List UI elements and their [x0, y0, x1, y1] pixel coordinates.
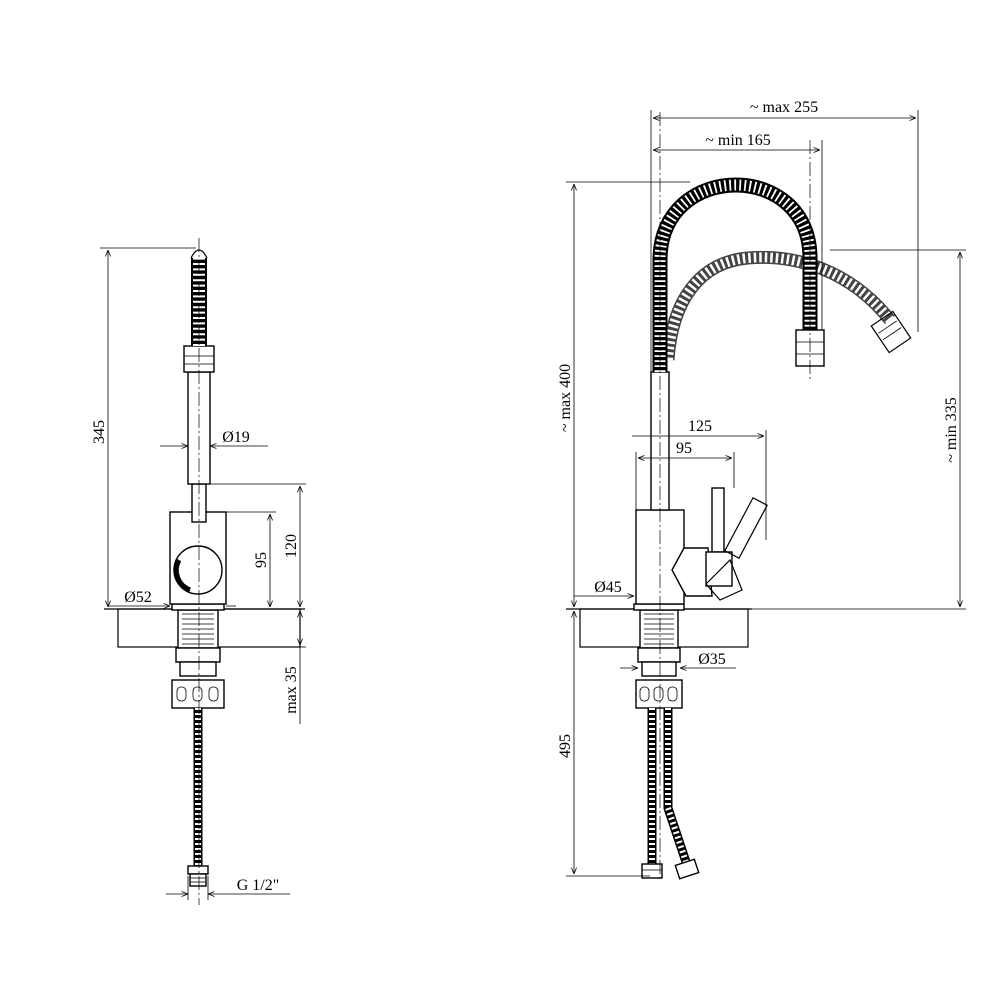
threaded-shank-right: [633, 603, 685, 649]
spring-hose-extended: [661, 250, 912, 361]
handle-reach-label: 125: [688, 418, 712, 435]
dim-lever-height: 95: [226, 511, 276, 607]
spout-diameter-label: Ø19: [222, 429, 250, 446]
body-diameter-label-left: Ø52: [124, 589, 152, 606]
dim-handle-depth: 95: [635, 440, 735, 510]
height-max-label: ~ max 400: [557, 364, 574, 432]
front-view: ~ max 255 ~ min 165 ~ max 400 ~ min 335 …: [557, 99, 966, 880]
supply-hoses-right: [641, 708, 700, 880]
dim-deck-thickness: max 35: [283, 611, 306, 724]
reach-min-label: ~ min 165: [705, 132, 771, 149]
mounting-nut-left: [171, 647, 225, 709]
body-height-label: 120: [283, 534, 300, 558]
mounting-nut-right: [635, 647, 683, 709]
hose-length-label: 495: [557, 734, 574, 758]
faucet-body-left: [169, 483, 227, 605]
dim-height-min: ~ min 335: [748, 249, 966, 610]
handle-tilted: [705, 496, 768, 601]
dim-body-diameter-left: Ø52: [108, 589, 236, 606]
shank-diameter-label: Ø35: [698, 651, 726, 668]
body-diameter-label-right: Ø45: [594, 579, 622, 596]
thread-label: G 1/2": [237, 877, 280, 894]
spring-hose-gooseneck: [652, 177, 825, 372]
dim-reach-min: ~ min 165: [653, 132, 823, 330]
side-view: 345 Ø19 Ø52 95 120: [91, 238, 306, 905]
dim-handle-reach: 125: [632, 418, 767, 540]
dim-body-height: 120: [206, 483, 306, 607]
supply-hose-left: [187, 708, 209, 887]
faucet-body-right: [635, 509, 713, 605]
reach-max-label: ~ max 255: [750, 99, 818, 116]
dim-height-max: ~ max 400: [557, 181, 690, 607]
dim-body-diameter-right: Ø45: [574, 579, 694, 596]
dim-shank-diameter: Ø35: [620, 651, 736, 668]
lever-height-label: 95: [253, 552, 270, 568]
deck-thickness-label: max 35: [283, 666, 300, 714]
dim-thread: G 1/2": [166, 876, 290, 900]
dim-hose-length: 495: [557, 611, 650, 877]
dim-reach-max: ~ max 255: [650, 99, 919, 372]
dim-height-345: 345: [91, 247, 196, 607]
dim-spout-diameter: Ø19: [160, 429, 268, 446]
height-min-label: ~ min 335: [943, 397, 960, 463]
threaded-shank-left: [171, 603, 225, 649]
handle-depth-label: 95: [676, 440, 692, 457]
height-label: 345: [91, 420, 108, 444]
